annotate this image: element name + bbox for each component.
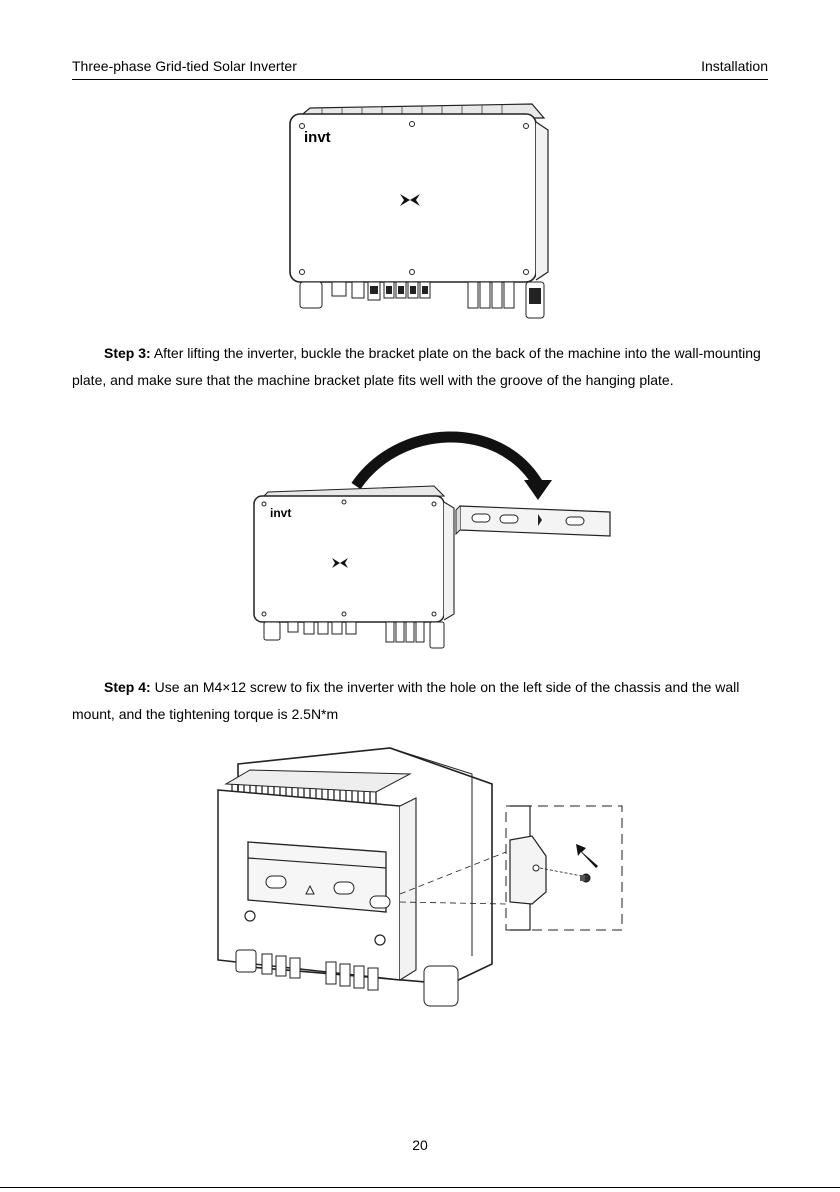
- page-number: 20: [412, 1137, 428, 1153]
- invt-logo: invt: [304, 129, 331, 146]
- step-3-text: After lifting the inverter, buckle the b…: [72, 345, 761, 388]
- wall-mounting-plate: [455, 505, 611, 537]
- header-divider: [72, 79, 768, 80]
- step-4-text: Use an M4×12 screw to fix the inverter w…: [72, 679, 740, 722]
- detail-callout-box: [505, 805, 623, 931]
- invt-logo: invt: [270, 506, 291, 520]
- inverter-front-figure: invt: [289, 103, 549, 319]
- step-4-paragraph: Step 4: Use an M4×12 screw to fix the in…: [72, 674, 772, 728]
- bracket-mounting-figure: invt: [253, 431, 611, 649]
- step-3-paragraph: Step 3: After lifting the inverter, buck…: [72, 340, 772, 394]
- step-4-label: Step 4:: [104, 679, 151, 695]
- arrow-icon: [576, 844, 598, 868]
- x-mark-icon: [400, 194, 420, 206]
- arrow-head-icon: [524, 480, 552, 500]
- footer-divider: [0, 1187, 840, 1188]
- screw-icon: [580, 873, 591, 883]
- step-3-label: Step 3:: [104, 345, 151, 361]
- x-mark-icon: [332, 558, 348, 568]
- document-title: Three-phase Grid-tied Solar Inverter: [72, 58, 297, 74]
- screw-fixing-figure: [217, 747, 623, 1007]
- section-title: Installation: [701, 58, 768, 74]
